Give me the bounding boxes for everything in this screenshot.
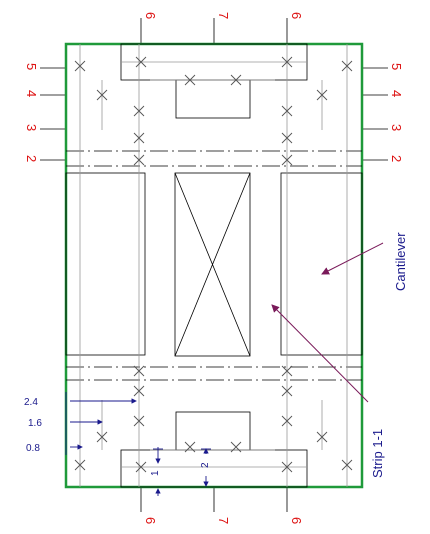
grid-label-bottom-2: 7 <box>216 517 231 524</box>
grid-label-left-1: 5 <box>24 63 39 70</box>
dim-label-small-1: 1 <box>150 470 161 476</box>
x-mark-22 <box>184 441 196 453</box>
vertical-guides <box>79 44 348 487</box>
cantilever-callout: Cantilever <box>393 232 408 291</box>
x-mark-26 <box>281 461 293 473</box>
dimension-arrows <box>65 392 211 496</box>
x-mark-11 <box>281 105 293 117</box>
x-mark-12 <box>281 132 293 144</box>
bottom-grid-ticks <box>140 487 288 512</box>
bottom-beam <box>120 411 308 488</box>
grid-label-right-1: 5 <box>389 63 404 70</box>
x-mark-3 <box>341 60 353 72</box>
x-mark-13 <box>281 154 293 166</box>
x-mark-20 <box>96 431 108 443</box>
grid-label-left-3: 3 <box>24 124 39 131</box>
x-mark-21 <box>316 431 328 443</box>
dim-label-small-2: 2 <box>200 462 211 468</box>
x-mark-25 <box>135 461 147 473</box>
x-mark-6 <box>184 74 196 86</box>
x-mark-27 <box>341 459 353 471</box>
x-mark-4 <box>96 89 108 101</box>
strip-center-lines <box>66 150 362 381</box>
x-mark-8 <box>133 105 145 117</box>
side-walls <box>65 172 363 356</box>
x-mark-7 <box>230 74 242 86</box>
dim-label-2-4: 2.4 <box>24 397 38 408</box>
dim-label-1-6: 1.6 <box>28 418 42 429</box>
grid-label-right-3: 3 <box>389 124 404 131</box>
top-beam <box>120 43 308 119</box>
top-grid-ticks <box>140 18 288 44</box>
grid-label-left-4: 2 <box>24 155 39 162</box>
central-opening <box>174 172 251 357</box>
grid-label-left-2: 4 <box>24 90 39 97</box>
x-mark-19 <box>281 415 293 427</box>
reinforcement-marks <box>74 56 353 473</box>
grid-label-bottom-3: 6 <box>289 517 304 524</box>
slab-boundary <box>64 42 364 489</box>
x-mark-15 <box>133 385 145 397</box>
x-mark-1 <box>135 56 147 68</box>
x-mark-2 <box>281 56 293 68</box>
x-mark-16 <box>133 415 145 427</box>
grid-label-top-1: 6 <box>143 12 158 19</box>
x-mark-9 <box>133 132 145 144</box>
strip-callout: Strip 1-1 <box>370 429 385 478</box>
x-mark-14 <box>133 365 145 377</box>
x-mark-0 <box>74 60 86 72</box>
x-mark-17 <box>281 365 293 377</box>
x-mark-18 <box>281 385 293 397</box>
grid-label-top-3: 6 <box>289 12 304 19</box>
x-mark-23 <box>230 441 242 453</box>
x-mark-10 <box>133 154 145 166</box>
grid-label-right-2: 4 <box>389 90 404 97</box>
x-mark-5 <box>316 89 328 101</box>
grid-label-right-4: 2 <box>389 155 404 162</box>
grid-label-bottom-1: 6 <box>143 517 158 524</box>
side-grid-ticks <box>40 67 388 161</box>
dim-label-0-8: 0.8 <box>26 443 40 454</box>
callout-leaders <box>271 242 384 403</box>
grid-label-top-2: 7 <box>216 12 231 19</box>
x-mark-24 <box>74 459 86 471</box>
